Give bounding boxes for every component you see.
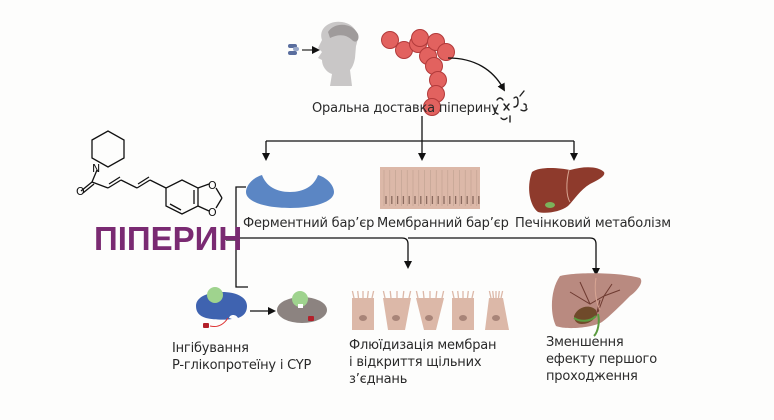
- first-pass-label: Зменшення ефекту першого проходження: [546, 334, 657, 385]
- atom-o-carbonyl: O: [76, 185, 85, 198]
- piperine-chain: [80, 169, 223, 215]
- fluidization-label: Флюїдизація мембран і відкриття щільних …: [349, 337, 497, 388]
- fluidization-line-2: і відкриття щільних: [349, 355, 482, 370]
- nanoparticle-chain-icon: [381, 29, 455, 116]
- membrane-barrier-label: Мембранний бар’єр: [377, 216, 509, 231]
- oral-delivery-label: Оральна доставка піперину: [312, 101, 499, 116]
- fluidization-line-3: з’єднань: [349, 372, 408, 387]
- liver-first-pass-icon: [551, 273, 642, 337]
- bead: [411, 29, 429, 47]
- pgp-inhibition-line-2: P-глікопротеїну і CYP: [172, 358, 312, 373]
- pgp-inhibition-label: Інгібування P-глікопротеїну і CYP: [172, 340, 311, 374]
- atom-n: N: [92, 162, 100, 175]
- first-pass-line-3: проходження: [546, 369, 638, 384]
- capsule-icon: [288, 44, 299, 55]
- first-pass-line-1: Зменшення: [546, 335, 624, 350]
- epithelial-cell: [351, 290, 375, 330]
- bead: [381, 31, 399, 49]
- enzyme-barrier-label: Ферментний бар’єр: [243, 216, 375, 231]
- branch-connectors-top: [262, 116, 578, 161]
- epithelial-cells-icon: [351, 290, 509, 330]
- degradation-arrow: [447, 57, 505, 92]
- epithelial-cell: [451, 290, 475, 330]
- fluidization-line-1: Флюїдизація мембран: [349, 338, 497, 353]
- atom-o-bottom: O: [208, 206, 217, 219]
- pgp-inhibited-icon: [277, 291, 327, 323]
- epithelial-cell: [382, 290, 412, 330]
- piperine-title: ПІПЕРИН: [94, 220, 243, 257]
- bead: [423, 98, 441, 116]
- liver-icon: [529, 167, 605, 213]
- liver-metabolism-label: Печінковий метаболізм: [515, 216, 671, 231]
- membrane-barrier-icon: [380, 167, 480, 209]
- branch-connectors-bottom: [226, 186, 600, 288]
- enzyme-barrier-icon: [246, 175, 334, 208]
- epithelial-cell: [415, 290, 445, 330]
- pgp-inhibition-line-1: Інгібування: [172, 341, 249, 356]
- person-head-icon: [318, 21, 359, 87]
- piperine-structure: [91, 130, 125, 168]
- atom-o-top: O: [208, 179, 217, 192]
- bead: [437, 43, 455, 61]
- pgp-active-icon: [196, 287, 247, 328]
- first-pass-line-2: ефекту першого: [546, 352, 657, 367]
- epithelial-cell: [485, 290, 509, 330]
- degraded-particles-icon: [493, 90, 528, 123]
